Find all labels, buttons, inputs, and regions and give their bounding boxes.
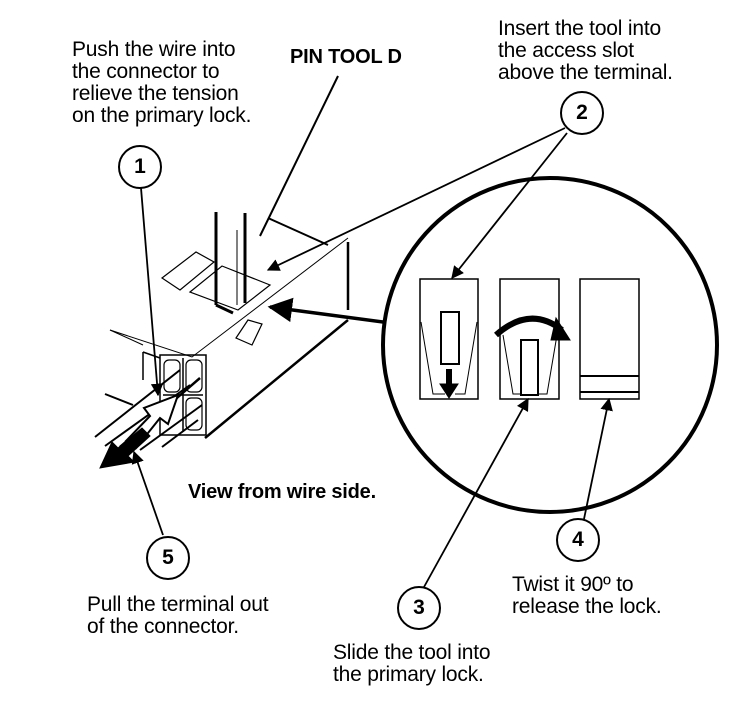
step-1-callout: 1 [118,145,162,189]
detail-pointer [267,297,384,324]
detail-panel-insert [419,278,479,400]
detail-panel-twist [494,278,571,400]
view-label: View from wire side. [188,481,376,503]
step-1-instruction: Push the wire into the connector to reli… [72,38,252,127]
step-3-instruction: Slide the tool into the primary lock. [333,641,491,686]
step-3-callout: 3 [397,586,441,630]
pin-tool-label: PIN TOOL D [290,46,402,68]
pin-tool-leader [259,75,339,237]
step-2-callout: 2 [560,91,604,135]
pin-tool [214,212,247,315]
step-4-callout: 4 [556,518,600,562]
detail-panel-released [579,278,640,400]
step-5-callout: 5 [146,536,190,580]
leader-lines [131,127,613,588]
connector-body [109,217,350,439]
step-4-instruction: Twist it 90º to release the lock. [512,573,662,618]
detail-magnifier [381,176,719,514]
step-2-instruction: Insert the tool into the access slot abo… [498,17,673,84]
step-5-instruction: Pull the terminal out of the connector. [87,593,269,638]
